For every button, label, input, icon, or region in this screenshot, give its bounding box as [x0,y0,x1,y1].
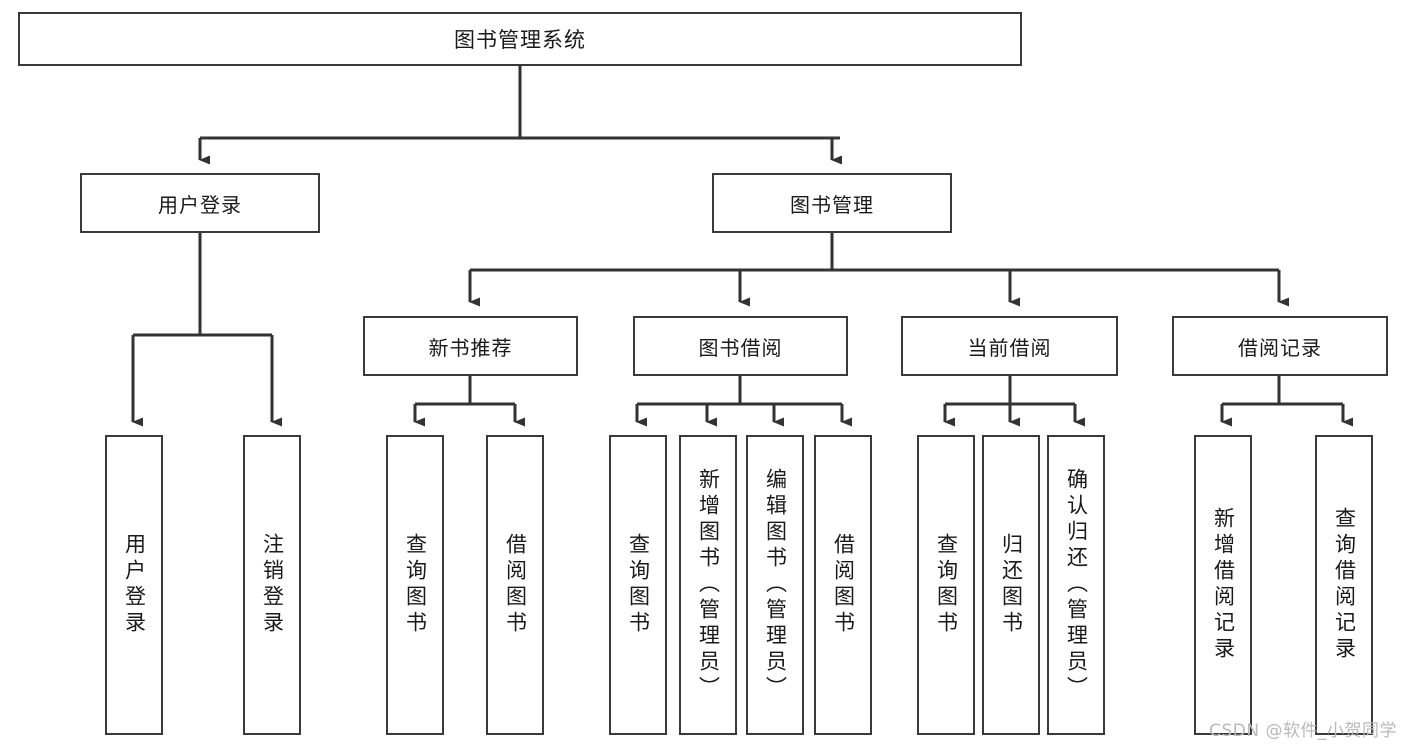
leaf-label: 查询图书 [626,533,651,637]
leaf-book-borrow-add-admin[interactable]: 新增图书（管理员） [679,435,737,735]
node-label: 图书管理 [790,192,874,217]
leaf-current-borrow-return[interactable]: 归还图书 [982,435,1040,735]
leaf-borrow-record-add[interactable]: 新增借阅记录 [1194,435,1252,735]
node-root-system[interactable]: 图书管理系统 [18,12,1022,66]
node-label: 当前借阅 [967,335,1052,360]
leaf-label: 归还图书 [999,533,1024,637]
leaf-label: 新增图书（管理员） [696,468,721,702]
node-new-book-recommend[interactable]: 新书推荐 [363,316,578,376]
node-label: 用户登录 [158,192,242,217]
leaf-label: 查询图书 [934,533,959,637]
leaf-book-borrow-borrow[interactable]: 借阅图书 [814,435,872,735]
leaf-label: 确认归还（管理员） [1064,468,1089,702]
node-book-management[interactable]: 图书管理 [712,173,952,233]
node-label: 图书借阅 [698,335,783,360]
leaf-label: 用户登录 [122,533,147,637]
leaf-label: 借阅图书 [503,533,528,637]
node-current-borrow[interactable]: 当前借阅 [901,316,1118,376]
leaf-current-borrow-confirm-return-admin[interactable]: 确认归还（管理员） [1047,435,1105,735]
node-user-login[interactable]: 用户登录 [80,173,320,233]
leaf-book-borrow-query[interactable]: 查询图书 [609,435,667,735]
leaf-label: 新增借阅记录 [1211,507,1236,663]
leaf-label: 编辑图书（管理员） [763,468,788,702]
node-borrow-record[interactable]: 借阅记录 [1172,316,1388,376]
node-book-borrow[interactable]: 图书借阅 [633,316,848,376]
leaf-new-book-borrow[interactable]: 借阅图书 [486,435,544,735]
leaf-borrow-record-query[interactable]: 查询借阅记录 [1315,435,1373,735]
leaf-new-book-query[interactable]: 查询图书 [386,435,444,735]
leaf-book-borrow-edit-admin[interactable]: 编辑图书（管理员） [746,435,804,735]
leaf-current-borrow-query[interactable]: 查询图书 [917,435,975,735]
leaf-label: 注销登录 [260,533,285,637]
leaf-label: 借阅图书 [831,533,856,637]
leaf-label: 查询借阅记录 [1332,507,1357,663]
leaf-label: 查询图书 [403,533,428,637]
leaf-user-login-login[interactable]: 用户登录 [105,435,163,735]
csdn-watermark: CSDN @软件_小贺同学 [1209,721,1397,741]
node-label: 借阅记录 [1238,335,1322,360]
node-label: 图书管理系统 [454,28,586,52]
leaf-user-login-logout[interactable]: 注销登录 [243,435,301,735]
node-label: 新书推荐 [428,335,513,360]
